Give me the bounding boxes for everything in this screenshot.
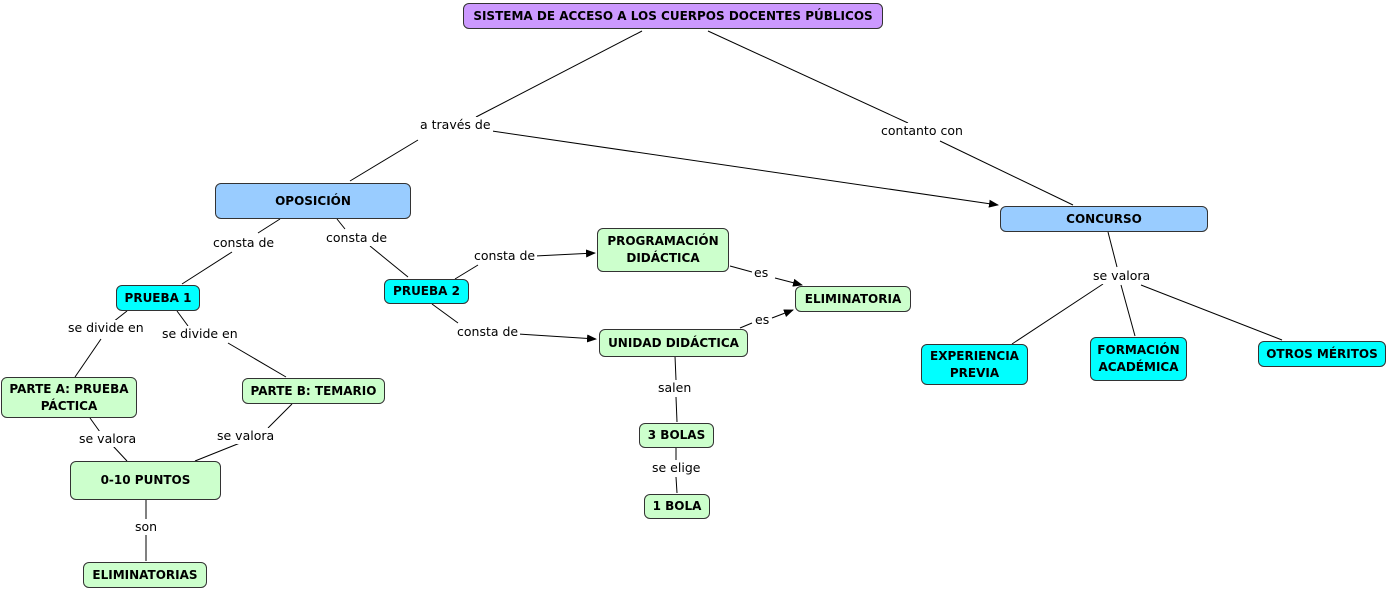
node-oposicion[interactable]: OPOSICIÓN [215, 183, 411, 219]
link-label-consta-de: consta de [472, 248, 538, 264]
link-line [1107, 231, 1118, 268]
link-label-consta-de: consta de [455, 324, 521, 340]
link-arrow [771, 309, 794, 319]
link-line [729, 265, 753, 273]
link-line [267, 403, 293, 429]
node-experiencia-previa[interactable]: EXPERIENCIA PREVIA [921, 344, 1028, 385]
node-eliminatoria[interactable]: ELIMINATORIA [795, 286, 911, 312]
node-0-10-puntos[interactable]: 0-10 PUNTOS [70, 461, 221, 500]
link-line [112, 445, 128, 462]
link-line [431, 303, 459, 324]
node-formacion-academica[interactable]: FORMACIÓN ACADÉMICA [1090, 337, 1187, 381]
link-label-a-traves-de: a través de [418, 117, 493, 133]
link-line [227, 342, 287, 378]
link-line [1011, 283, 1104, 345]
link-arrow [491, 130, 999, 208]
node-prueba-2[interactable]: PRUEBA 2 [384, 279, 469, 304]
link-label-se-elige: se elige [650, 460, 703, 476]
link-line [257, 218, 281, 234]
node-1-bola[interactable]: 1 BOLA [644, 494, 710, 519]
link-label-se-divide-en: se divide en [160, 326, 240, 342]
link-arrow [517, 333, 597, 343]
link-line [739, 322, 753, 329]
link-line [176, 310, 189, 327]
link-line [369, 245, 409, 278]
link-line [454, 264, 479, 280]
link-label-consta-de: consta de [324, 230, 390, 246]
link-label-salen: salen [656, 380, 694, 396]
link-label-se-valora: se valora [215, 428, 277, 444]
link-label-se-valora: se valora [77, 431, 139, 447]
node-eliminatorias[interactable]: ELIMINATORIAS [83, 562, 207, 588]
node-3-bolas[interactable]: 3 BOLAS [639, 423, 714, 448]
link-arrow [774, 277, 803, 287]
link-label-se-valora: se valora [1091, 268, 1153, 284]
link-label-es: es [753, 312, 772, 328]
node-parte-b[interactable]: PARTE B: TEMARIO [242, 378, 385, 404]
node-unidad-didactica[interactable]: UNIDAD DIDÁCTICA [599, 329, 748, 357]
link-line [675, 396, 678, 423]
link-line [1140, 284, 1283, 341]
node-otros-meritos[interactable]: OTROS MÉRITOS [1258, 341, 1386, 367]
link-line [181, 251, 233, 285]
link-line [89, 417, 101, 433]
link-label-se-divide-en: se divide en [66, 320, 146, 336]
link-line [1120, 284, 1136, 337]
link-line [939, 140, 1074, 206]
node-parte-a[interactable]: PARTE A: PRUEBA PÁCTICA [1, 377, 137, 418]
link-label-consta-de: consta de [211, 235, 277, 251]
node-concurso[interactable]: CONCURSO [1000, 206, 1208, 232]
link-line [74, 338, 102, 378]
node-prueba-1[interactable]: PRUEBA 1 [116, 285, 200, 311]
node-programacion-didactica[interactable]: PROGRAMACIÓN DIDÁCTICA [597, 228, 729, 272]
link-line [707, 30, 909, 124]
link-line [194, 442, 241, 462]
link-label-es: es [752, 265, 771, 281]
link-line [675, 476, 678, 494]
link-arrow [534, 249, 596, 258]
link-label-contanto-con: contanto con [879, 123, 965, 139]
link-line [336, 218, 346, 230]
link-line [674, 355, 677, 381]
link-line [475, 30, 643, 118]
link-label-son: son [133, 519, 160, 535]
node-sistema-acceso[interactable]: SISTEMA DE ACCESO A LOS CUERPOS DOCENTES… [463, 3, 883, 29]
link-line [349, 139, 419, 182]
